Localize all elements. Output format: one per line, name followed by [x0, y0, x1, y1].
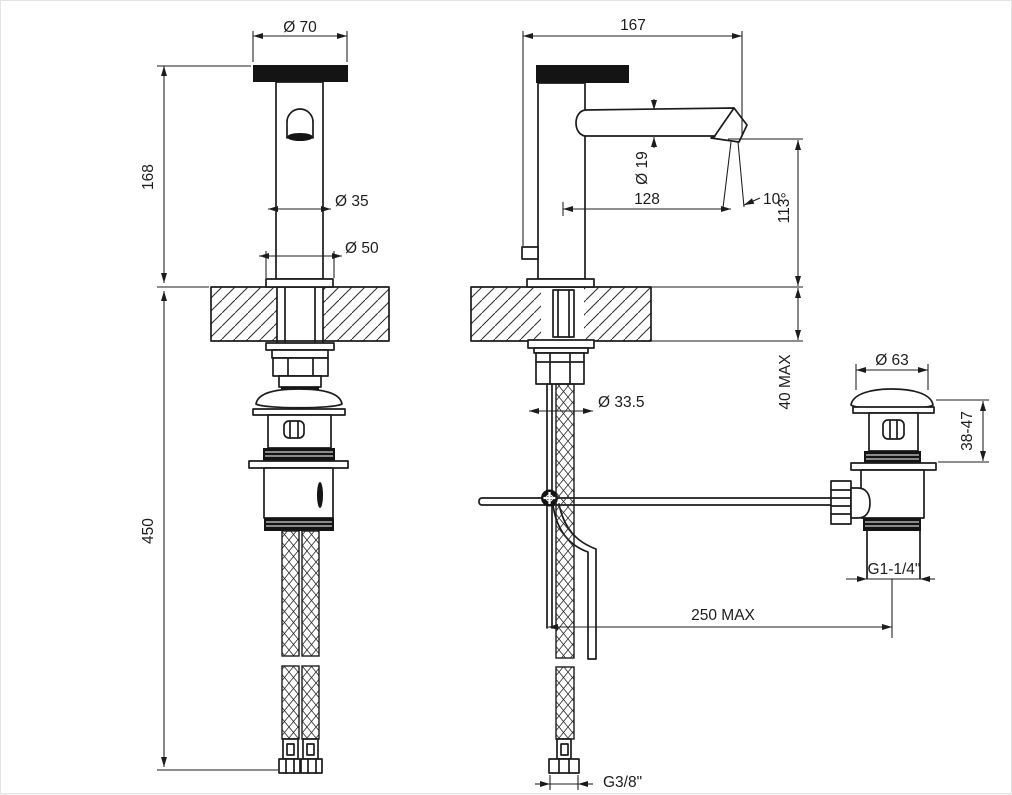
front-dimensions: Ø 70 168 Ø 35 Ø 50 450 — [140, 19, 379, 771]
waste-washer-mid — [248, 460, 349, 469]
hose-end-nuts — [278, 758, 323, 774]
side-base-flange — [526, 278, 595, 288]
dim-front-hose-length: 450 — [140, 518, 157, 544]
dim-front-body-diameter: Ø 35 — [335, 193, 369, 210]
side-spout — [575, 107, 748, 143]
horizontal-rod — [478, 497, 836, 506]
fixing-hex-nut — [272, 357, 329, 377]
front-countertop — [210, 286, 390, 344]
waste-cap-dome — [850, 388, 934, 410]
waste-cap-washer — [852, 406, 935, 414]
side-faucet-body — [521, 65, 803, 288]
dim-deck-thickness-max: 40 MAX — [777, 354, 794, 410]
popup-rod-knob — [521, 246, 539, 260]
waste-detail-view: Ø 63 38-47 G1-1/4" — [830, 352, 989, 582]
waste-upper-body — [868, 412, 919, 452]
waste-body-window — [267, 414, 332, 449]
side-undercounter-fixing — [527, 339, 595, 385]
waste-lower-housing — [860, 469, 925, 519]
side-supply-hose — [548, 383, 580, 774]
dim-waste-thread: G1-1/4" — [868, 561, 921, 578]
dim-front-cap-diameter: Ø 70 — [283, 19, 317, 36]
side-hose-end-nut — [548, 758, 580, 774]
dim-basin-thickness-range: 38-47 — [959, 411, 976, 451]
waste-body-detail — [317, 482, 323, 508]
waste-deck-washer — [850, 462, 937, 471]
dim-side-overall-depth: 167 — [620, 17, 646, 34]
front-view: Ø 70 168 Ø 35 Ø 50 450 — [140, 19, 390, 774]
front-handle-cap — [253, 65, 348, 82]
front-spout-outlet — [287, 133, 313, 141]
waste-thread-band-upper — [263, 448, 335, 461]
waste-thread-upper — [864, 451, 921, 463]
dim-front-base-diameter: Ø 50 — [345, 240, 379, 257]
dim-spout-height: 113 — [776, 199, 793, 224]
dim-waste-cap-diameter: Ø 63 — [875, 352, 909, 369]
side-handle-cap — [536, 65, 629, 83]
waste-flange-dome — [255, 388, 343, 409]
fixing-collar — [271, 349, 329, 359]
side-fixing-hex-nut — [535, 352, 585, 385]
side-deck-shank — [552, 289, 575, 338]
front-undercounter-assembly — [248, 342, 349, 531]
dim-rod-reach-max: 250 MAX — [691, 607, 755, 624]
front-base-flange — [265, 278, 334, 288]
waste-dimensions: Ø 63 38-47 G1-1/4" — [846, 352, 989, 582]
rod-clamp-screw — [541, 489, 558, 507]
side-countertop — [470, 286, 803, 342]
fixing-washer — [265, 342, 335, 351]
dim-front-height: 168 — [140, 164, 157, 190]
dim-spout-diameter: Ø 19 — [634, 151, 651, 185]
spray-cone-lines — [722, 141, 745, 209]
dim-spout-reach: 128 — [634, 191, 660, 208]
front-faucet-body — [253, 65, 348, 288]
front-spout-opening — [286, 108, 314, 139]
waste-thread-band-lower — [264, 518, 334, 531]
threaded-neck — [278, 375, 322, 388]
waste-thread-lower — [863, 518, 921, 531]
waste-washer-top — [252, 408, 346, 416]
waste-tailpipe — [866, 530, 921, 579]
side-dimensions: 167 Ø 19 128 10° 113 40 MAX Ø 33.5 250 M… — [522, 17, 893, 791]
dim-spray-angle: 10° — [763, 191, 786, 208]
popup-linkage — [478, 383, 836, 660]
dim-supply-thread: G3/8" — [603, 774, 642, 791]
front-supply-hoses — [278, 530, 323, 774]
spout-tip-bevel — [713, 107, 735, 138]
side-view: 167 Ø 19 128 10° 113 40 MAX Ø 33.5 250 M… — [470, 17, 893, 791]
dim-hole-diameter: Ø 33.5 — [598, 394, 645, 411]
rod-connector — [830, 480, 871, 525]
